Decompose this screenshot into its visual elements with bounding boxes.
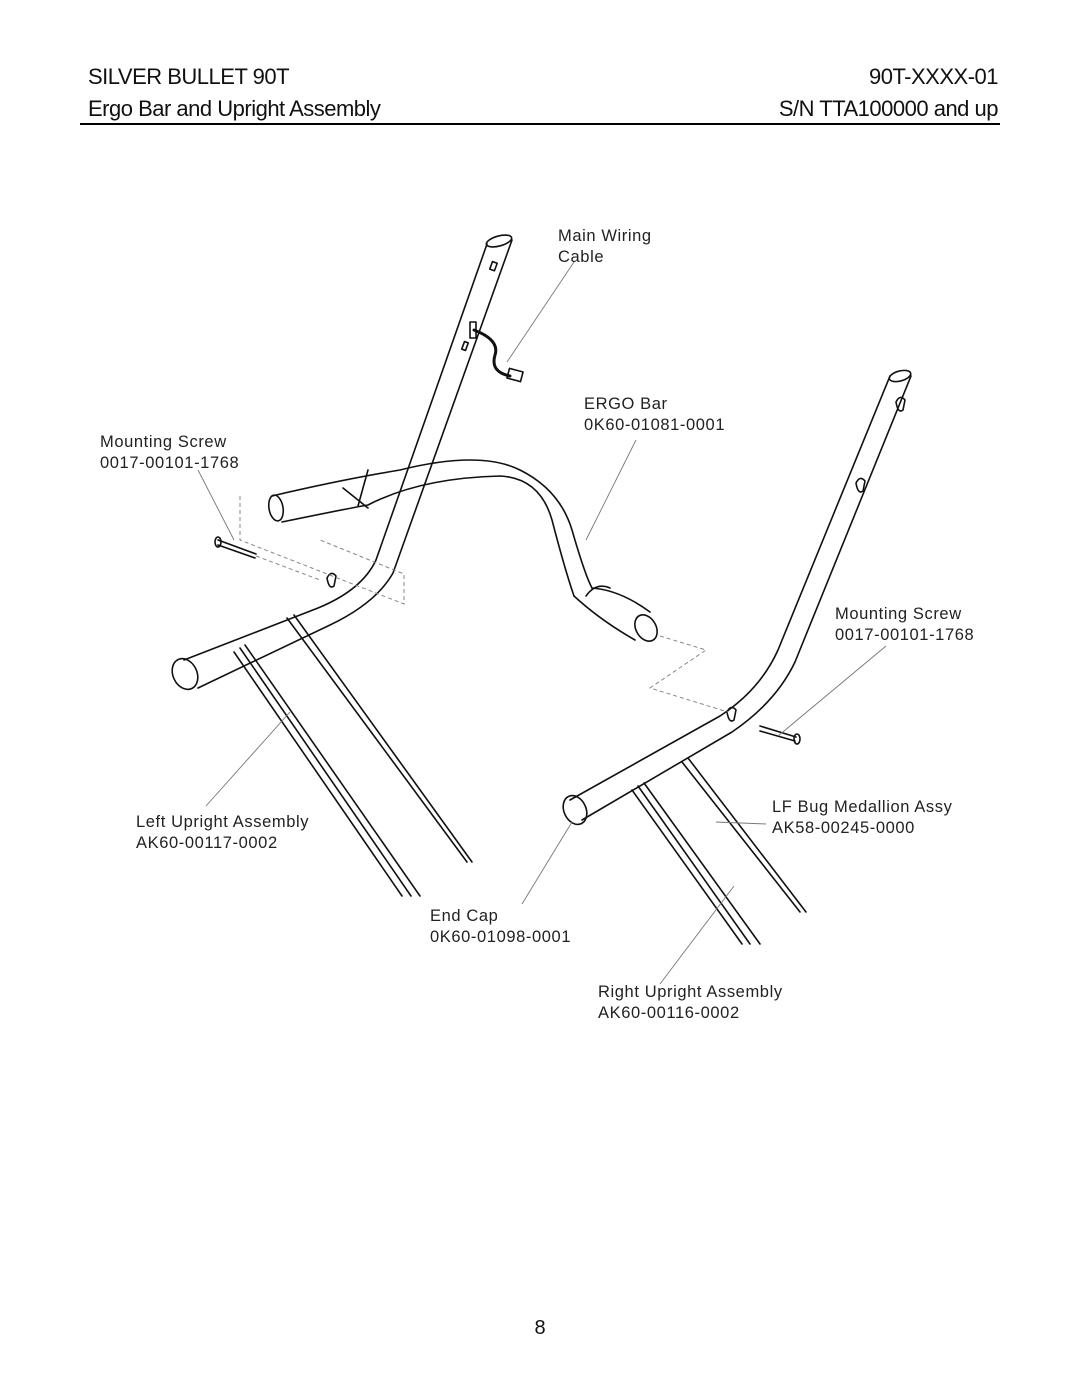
label-ergo-bar: ERGO Bar 0K60-01081-0001 bbox=[584, 394, 725, 436]
label-mounting-screw-right-part: 0017-00101-1768 bbox=[835, 626, 975, 644]
label-mounting-screw-right-name: Mounting Screw bbox=[835, 605, 962, 623]
label-right-upright-name: Right Upright Assembly bbox=[598, 983, 783, 1001]
label-lf-bug-medallion: LF Bug Medallion Assy AK58-00245-0000 bbox=[772, 797, 952, 839]
label-right-upright: Right Upright Assembly AK60-00116-0002 bbox=[598, 982, 783, 1024]
mounting-screw-left bbox=[214, 536, 257, 559]
label-left-upright-part: AK60-00117-0002 bbox=[136, 834, 278, 852]
header-rule bbox=[80, 123, 1000, 125]
label-main-wiring-cable-line1: Main Wiring bbox=[558, 227, 652, 245]
left-upright-legs bbox=[233, 614, 473, 897]
label-lf-bug-medallion-name: LF Bug Medallion Assy bbox=[772, 798, 953, 816]
label-end-cap-part: 0K60-01098-0001 bbox=[430, 928, 572, 946]
page-title: Ergo Bar and Upright Assembly bbox=[88, 96, 381, 121]
serial-range: S/N TTA100000 and up bbox=[778, 96, 999, 121]
label-main-wiring-cable-line2: Cable bbox=[558, 248, 605, 266]
label-ergo-bar-name: ERGO Bar bbox=[584, 395, 668, 413]
label-mounting-screw-left: Mounting Screw 0017-00101-1768 bbox=[100, 432, 239, 474]
right-upright-tube bbox=[562, 369, 912, 826]
left-upright-tube bbox=[171, 234, 513, 691]
label-left-upright: Left Upright Assembly AK60-00117-0002 bbox=[136, 812, 309, 854]
label-mounting-screw-left-name: Mounting Screw bbox=[100, 433, 227, 451]
part-code: 90T-XXXX-01 bbox=[868, 64, 999, 89]
label-ergo-bar-part: 0K60-01081-0001 bbox=[584, 416, 726, 434]
model-title: SILVER BULLET 90T bbox=[88, 64, 290, 89]
main-wiring-cable bbox=[469, 321, 524, 383]
label-main-wiring-cable: Main Wiring Cable bbox=[558, 226, 652, 268]
label-left-upright-name: Left Upright Assembly bbox=[136, 813, 310, 831]
page-number: 8 bbox=[534, 1317, 546, 1339]
label-end-cap-name: End Cap bbox=[430, 907, 499, 925]
label-right-upright-part: AK60-00116-0002 bbox=[598, 1004, 740, 1022]
right-upright-legs bbox=[631, 757, 807, 945]
label-lf-bug-medallion-part: AK58-00245-0000 bbox=[772, 819, 915, 837]
mounting-screw-right bbox=[759, 725, 801, 745]
ergo-bar bbox=[267, 459, 658, 642]
label-end-cap: End Cap 0K60-01098-0001 bbox=[430, 906, 571, 948]
label-mounting-screw-left-part: 0017-00101-1768 bbox=[100, 454, 240, 472]
label-mounting-screw-right: Mounting Screw 0017-00101-1768 bbox=[835, 604, 995, 646]
